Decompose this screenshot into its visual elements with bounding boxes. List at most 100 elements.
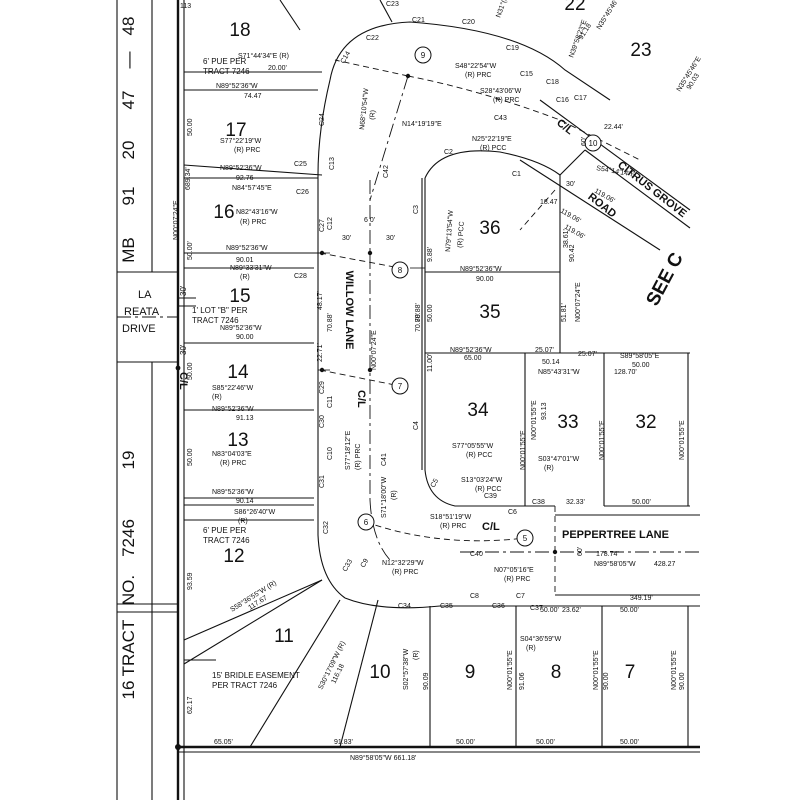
dist-d31: 50.14 bbox=[542, 359, 560, 366]
margin-113: 113 bbox=[180, 3, 191, 10]
bearing-12: N89°52'36"W bbox=[220, 324, 262, 332]
dist-d22: 349.19' bbox=[630, 595, 653, 602]
curve-c4: C4 bbox=[413, 421, 420, 430]
bearing-33: N89°52'36"W bbox=[460, 265, 502, 273]
note-pue2: 6' PUE PER bbox=[203, 526, 247, 535]
bearing-11: (R) bbox=[240, 274, 250, 281]
dist-d10: 65.05' bbox=[214, 739, 233, 746]
dist-d1: 20.00' bbox=[268, 65, 287, 72]
bearing-72: N35°45'46"E bbox=[595, 0, 623, 31]
lot-16: 16 bbox=[213, 202, 234, 223]
dist-d49: 30' bbox=[386, 235, 395, 242]
bearing-34: N89°52'36"W bbox=[450, 346, 492, 354]
curve-c24: C24 bbox=[319, 113, 326, 126]
curve-c25: C25 bbox=[294, 161, 307, 168]
lot-32: 32 bbox=[635, 412, 656, 433]
lot-34: 34 bbox=[467, 400, 489, 421]
bearing-18: N89°52'36"W bbox=[212, 488, 254, 496]
curve-c32: C32 bbox=[323, 521, 330, 534]
curve-c38: C38 bbox=[532, 499, 545, 506]
dim-30-b: 30' bbox=[179, 344, 188, 355]
cl-label-3: C/L bbox=[554, 117, 576, 138]
bearing-59: N68°10'54"W bbox=[358, 88, 370, 131]
dist-d55: 50.00 bbox=[187, 362, 194, 380]
curve-c31: C31 bbox=[319, 475, 326, 488]
curve-c11: C11 bbox=[327, 396, 334, 408]
bearing-6: N84°57'45"E bbox=[232, 184, 272, 192]
note-pue1b: TRACT 7246 bbox=[203, 67, 250, 76]
margin-91: 91 bbox=[119, 187, 138, 206]
svg-text:5: 5 bbox=[523, 534, 528, 543]
lot-9: 9 bbox=[465, 662, 476, 683]
bearing-4: (R) PRC bbox=[234, 147, 260, 154]
dist-d42: 119.06' bbox=[559, 208, 582, 225]
dist-d52: 60' bbox=[581, 137, 588, 146]
cl-label-4: C/L bbox=[177, 372, 189, 390]
bearing-35: N85°43'31"W bbox=[538, 368, 580, 376]
bearing-37: S77°05'55"W bbox=[452, 442, 494, 450]
bearing-74: N31°(R) bbox=[494, 0, 510, 19]
dim-30-a: 30' bbox=[179, 285, 188, 296]
bearing-47: N07°05'16"E bbox=[494, 566, 534, 574]
dist-d54: 50.00 bbox=[187, 118, 194, 136]
bearing-45: N12°32'29"W bbox=[382, 559, 424, 567]
curve-c20: C20 bbox=[462, 19, 475, 26]
curve-c34: C34 bbox=[398, 603, 411, 610]
dist-d5: 90.00 bbox=[236, 334, 254, 341]
point-7: 7 bbox=[391, 377, 409, 395]
bearing-70: N00°01'55"E bbox=[670, 650, 678, 690]
dist-d2: 74.47 bbox=[244, 93, 262, 100]
lot-17: 17 bbox=[225, 120, 246, 141]
margin-20: 20 bbox=[119, 141, 138, 160]
curve-c13: C13 bbox=[329, 157, 336, 170]
dist-d29: 25.07' bbox=[535, 347, 554, 354]
lot-15: 15 bbox=[229, 286, 250, 307]
bearing-53: N89°58'05"W bbox=[594, 560, 636, 568]
curve-c2: C2 bbox=[444, 149, 453, 156]
margin-48: 48 bbox=[119, 17, 138, 36]
note-lotb2: TRACT 7246 bbox=[192, 316, 239, 325]
curve-c36: C36 bbox=[492, 603, 505, 610]
bearing-31: N79°13'54"W bbox=[444, 210, 455, 252]
curve-c33: C33 bbox=[342, 558, 355, 573]
margin-19: 19 bbox=[119, 451, 138, 470]
street-la: LA bbox=[138, 289, 152, 301]
margin-mb: MB bbox=[119, 237, 138, 263]
notes: 6' PUE PER TRACT 7246 6' PUE PER TRACT 7… bbox=[192, 57, 300, 690]
curve-c1: C1 bbox=[512, 171, 521, 178]
dist-d32: 65.00 bbox=[464, 355, 482, 362]
bearing-69: N00°07'24"E bbox=[574, 282, 582, 322]
curve-c29: C29 bbox=[319, 381, 326, 394]
dist-d36: 11.00' bbox=[427, 354, 434, 372]
bearing-32: (R) PCC bbox=[457, 221, 466, 248]
curve-c10: C10 bbox=[327, 447, 334, 460]
dist-d67: 70.88' bbox=[415, 303, 422, 322]
bearing-39: S13°03'24"W bbox=[461, 476, 503, 484]
curve-c9: C9 bbox=[360, 558, 371, 569]
dist-d12: 50.00' bbox=[456, 739, 475, 746]
bearing-23: S48°22'54"W bbox=[455, 62, 497, 70]
point-6: 6 bbox=[357, 513, 375, 531]
bearing-52: (R) bbox=[413, 650, 420, 660]
bearing-8: (R) PRC bbox=[240, 219, 266, 226]
dist-d40: 51.81' bbox=[561, 303, 568, 322]
bearing-49: S04°36'59"W bbox=[520, 635, 562, 643]
dist-d39: 38.61' bbox=[563, 229, 570, 248]
dist-d50: 30' bbox=[566, 181, 575, 188]
lot-12: 12 bbox=[223, 546, 244, 567]
bearing-5: N89°52'36"W bbox=[220, 164, 262, 172]
bearing-2: N89°52'36"W bbox=[216, 82, 258, 90]
dist-d24: 428.27 bbox=[654, 561, 676, 568]
dist-d19: 90.00 bbox=[679, 672, 686, 690]
bearing-28: N25°22'19"E bbox=[472, 135, 512, 143]
bearing-15: N89°52'36"W bbox=[212, 405, 254, 413]
margin-tract: TRACT bbox=[119, 620, 138, 677]
bearing-42: (R) bbox=[544, 465, 554, 472]
curve-c6: C6 bbox=[508, 509, 517, 516]
dist-d3: 92.76 bbox=[236, 175, 254, 182]
dist-d18: 90.00 bbox=[603, 672, 610, 690]
dist-d28: 50.00 bbox=[632, 362, 650, 369]
dist-d62: 22.71' bbox=[317, 343, 324, 362]
curve-c40: C40 bbox=[470, 551, 483, 558]
